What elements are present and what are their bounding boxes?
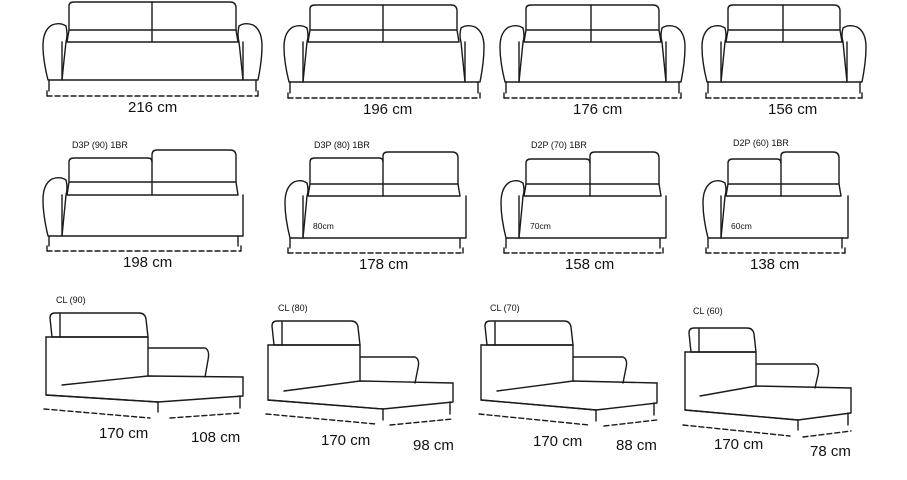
model-code-d3p-80: D3P (80) 1BR [314,140,370,150]
sofa-drawing-176 [499,4,686,99]
width-label-178: 178 cm [359,256,409,273]
width-label-156: 156 cm [768,101,818,118]
model-code-cl-60: CL (60) [693,306,723,316]
sofa-drawing-158 [500,151,667,254]
width-label-158: 158 cm [565,256,615,273]
width-label-cl-70: 88 cm [616,437,657,454]
model-code-cl-80: CL (80) [278,303,308,313]
model-code-cl-90: CL (90) [56,295,86,305]
chaise-drawing-cl70 [478,320,658,427]
sofa-drawing-138 [702,151,849,254]
length-label-cl-90: 170 cm [99,425,149,442]
width-label-198: 198 cm [123,254,173,271]
model-code-d3p-90: D3P (90) 1BR [72,140,128,150]
width-label-cl-60: 78 cm [810,443,851,460]
width-label-216: 216 cm [128,99,178,116]
model-code-d2p-60: D2P (60) 1BR [733,138,789,148]
sofa-drawing-216 [42,1,263,97]
length-label-cl-60: 170 cm [714,436,764,453]
sofa-drawing-198 [42,149,244,252]
chaise-drawing-cl80 [265,320,454,426]
length-label-cl-70: 170 cm [533,433,583,450]
armrest-label-70: 70cm [530,221,551,231]
armrest-label-80: 80cm [313,221,334,231]
model-code-cl-70: CL (70) [490,303,520,313]
model-code-d2p-70: D2P (70) 1BR [531,140,587,150]
width-label-176: 176 cm [573,101,623,118]
sofa-drawing-178 [284,151,467,254]
sofa-drawing-196 [283,4,485,99]
armrest-label-60: 60cm [731,221,752,231]
width-label-cl-80: 98 cm [413,437,454,454]
chaise-drawing-cl90 [43,312,244,419]
width-label-196: 196 cm [363,101,413,118]
sofa-drawing-156 [701,4,867,99]
chaise-drawing-cl60 [682,327,852,438]
width-label-cl-90: 108 cm [191,429,241,446]
length-label-cl-80: 170 cm [321,432,371,449]
width-label-138: 138 cm [750,256,800,273]
